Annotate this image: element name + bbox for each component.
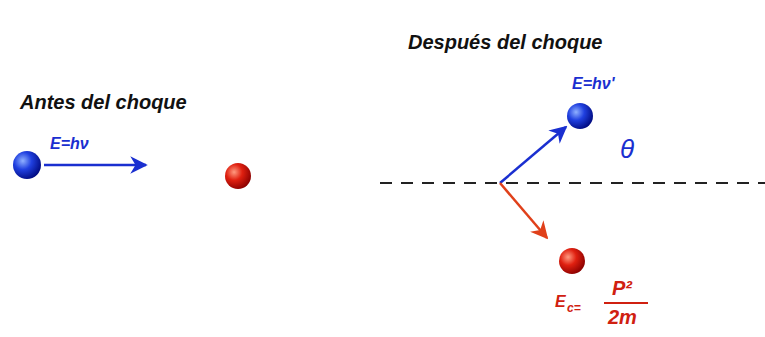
incident-direction-line xyxy=(380,182,765,184)
energy-label: E=hν' xyxy=(572,76,615,92)
panel-heading: Después del choque xyxy=(408,32,603,52)
energy-label: E=hν xyxy=(50,136,89,152)
energy-label: E xyxy=(555,294,566,310)
electron-arrow xyxy=(500,183,547,238)
angle-symbol: θ xyxy=(620,136,634,162)
photon-ball xyxy=(13,151,41,179)
photon-arrow xyxy=(44,164,146,167)
panel-heading: Antes del choque xyxy=(20,92,187,112)
fraction-denominator: 2m xyxy=(608,307,637,327)
energy-subscript: c= xyxy=(567,302,581,314)
fraction-bar xyxy=(604,302,648,304)
electron-ball xyxy=(559,248,585,274)
electron-ball xyxy=(225,163,251,189)
photon-ball xyxy=(567,103,593,129)
fraction-numerator: P² xyxy=(612,278,632,298)
scattered-photon-arrow xyxy=(500,127,566,183)
